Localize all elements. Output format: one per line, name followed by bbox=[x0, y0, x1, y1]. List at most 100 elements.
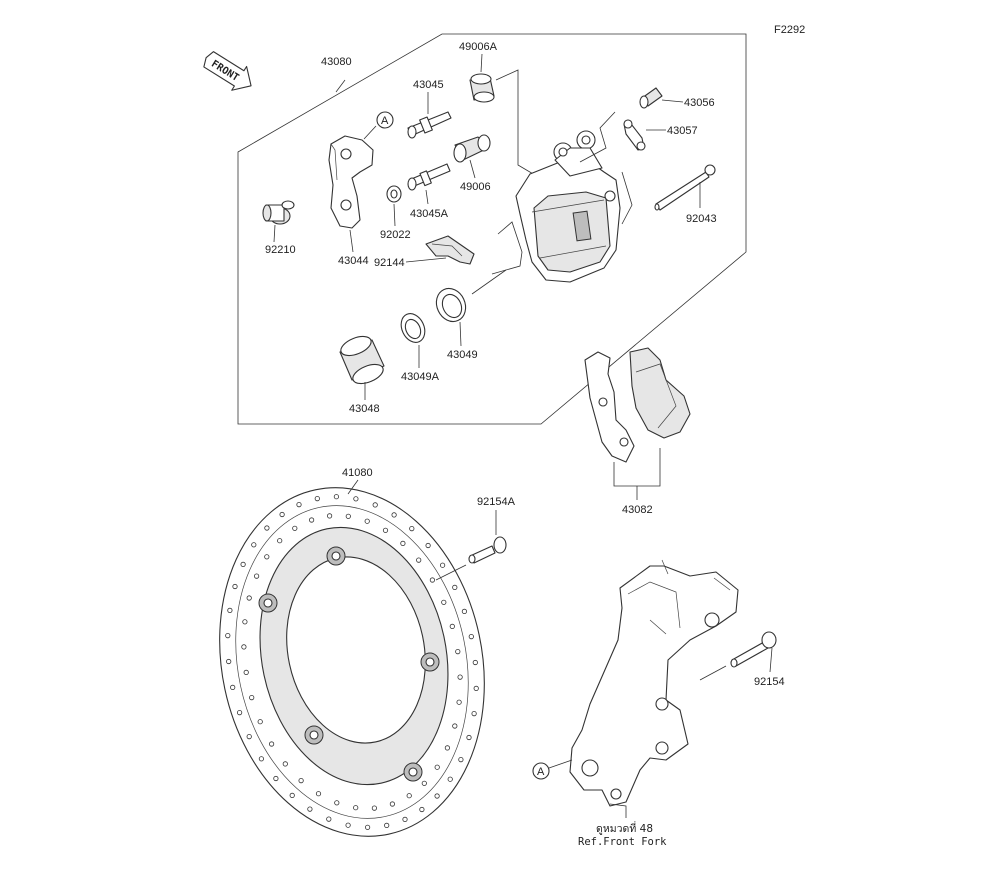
disc-drill-hole bbox=[226, 658, 232, 665]
disc-drill-hole bbox=[227, 607, 233, 614]
label-43080: 43080 bbox=[321, 56, 352, 68]
part-front-fork-lower bbox=[569, 559, 739, 807]
disc-drill-hole bbox=[326, 816, 332, 822]
part-43082-brake-pads bbox=[584, 347, 691, 463]
part-92210-bushing bbox=[262, 200, 295, 225]
front-direction-arrow: FRONT bbox=[203, 51, 252, 91]
disc-drill-hole bbox=[441, 599, 447, 605]
disc-drill-hole bbox=[326, 513, 333, 519]
disc-drill-hole bbox=[296, 501, 302, 508]
disc-drill-hole bbox=[345, 822, 351, 828]
disc-drill-hole bbox=[364, 824, 371, 830]
disc-drill-hole bbox=[444, 745, 450, 751]
label-43049: 43049 bbox=[447, 349, 478, 361]
reference-marker-a-top: A bbox=[376, 111, 394, 129]
disc-drill-hole bbox=[364, 518, 370, 524]
label-43045A: 43045A bbox=[410, 208, 449, 220]
label-92043: 92043 bbox=[686, 213, 717, 225]
disc-drill-hole bbox=[241, 644, 247, 650]
disc-drill-hole bbox=[242, 619, 248, 625]
disc-drill-hole bbox=[468, 633, 474, 640]
reference-marker-a-bottom: A bbox=[532, 762, 550, 780]
disc-drill-hole bbox=[264, 554, 270, 560]
part-43056-bleeder-valve bbox=[639, 87, 663, 109]
part-43045-pin bbox=[407, 111, 452, 139]
disc-drill-hole bbox=[421, 780, 427, 786]
disc-drill-hole bbox=[268, 741, 275, 747]
disc-drill-hole bbox=[225, 632, 231, 639]
disc-drill-hole bbox=[466, 734, 472, 741]
disc-drill-hole bbox=[282, 761, 288, 767]
disc-drill-hole bbox=[449, 623, 455, 630]
label-92154A: 92154A bbox=[477, 496, 516, 508]
caliper-assembly-boundary bbox=[237, 33, 747, 425]
disc-drill-hole bbox=[257, 719, 263, 725]
reference-marker-a-top-label: A bbox=[381, 115, 389, 127]
disc-drill-hole bbox=[372, 502, 378, 508]
reference-note-thai: ดูหมวดที่ 48 bbox=[596, 821, 653, 835]
disc-drill-hole bbox=[458, 756, 464, 763]
label-92022: 92022 bbox=[380, 229, 411, 241]
disc-drill-hole bbox=[237, 709, 243, 716]
disc-drill-hole bbox=[391, 512, 397, 518]
label-49006A: 49006A bbox=[459, 41, 498, 53]
label-92144: 92144 bbox=[374, 257, 405, 269]
disc-drill-hole bbox=[439, 562, 446, 568]
disc-drill-hole bbox=[419, 806, 425, 813]
label-43045: 43045 bbox=[413, 79, 444, 91]
disc-drill-hole bbox=[353, 496, 359, 502]
disc-drill-hole bbox=[452, 584, 458, 591]
label-43056: 43056 bbox=[684, 97, 715, 109]
disc-drill-hole bbox=[232, 583, 238, 590]
label-92154: 92154 bbox=[754, 676, 785, 688]
part-43049A-dust-seal bbox=[400, 313, 426, 343]
part-43057-bleeder-cap bbox=[623, 119, 646, 151]
disc-drill-hole bbox=[314, 495, 320, 502]
disc-drill-hole bbox=[307, 806, 313, 812]
part-92144-pad-spring bbox=[425, 235, 475, 265]
disc-drill-hole bbox=[246, 595, 252, 601]
label-49006: 49006 bbox=[460, 181, 491, 193]
disc-drill-hole bbox=[461, 608, 467, 615]
disc-drill-hole bbox=[471, 710, 477, 717]
reference-note-front-fork: Ref.Front Fork bbox=[578, 836, 667, 848]
disc-drill-hole bbox=[434, 793, 440, 799]
disc-drill-hole bbox=[243, 669, 249, 676]
disc-drill-hole bbox=[457, 674, 463, 680]
label-43082: 43082 bbox=[622, 504, 653, 516]
disc-drill-hole bbox=[246, 733, 252, 740]
figure-code: F2292 bbox=[774, 24, 805, 36]
disc-drill-hole bbox=[254, 573, 260, 579]
disc-drill-hole bbox=[251, 542, 257, 548]
label-41080: 41080 bbox=[342, 467, 373, 479]
part-43048-piston bbox=[339, 335, 385, 385]
disc-drill-hole bbox=[308, 517, 315, 523]
part-92022-washer bbox=[386, 185, 402, 203]
disc-drill-hole bbox=[277, 538, 283, 544]
part-92154A-disc-bolt bbox=[468, 536, 507, 564]
disc-drill-hole bbox=[406, 793, 412, 799]
disc-drill-hole bbox=[429, 577, 435, 583]
part-92043-pad-pin bbox=[654, 164, 716, 211]
disc-drill-hole bbox=[389, 801, 395, 807]
disc-drill-hole bbox=[371, 805, 377, 811]
disc-drill-hole bbox=[334, 800, 340, 806]
part-49006A-boot bbox=[469, 73, 495, 103]
label-43057: 43057 bbox=[667, 125, 698, 137]
label-43044: 43044 bbox=[338, 255, 369, 267]
disc-drill-hole bbox=[315, 791, 322, 797]
disc-drill-hole bbox=[240, 561, 246, 568]
disc-drill-hole bbox=[382, 527, 389, 533]
disc-drill-hole bbox=[345, 513, 351, 519]
disc-drill-hole bbox=[298, 777, 304, 784]
disc-drill-hole bbox=[353, 805, 359, 811]
disc-drill-hole bbox=[425, 542, 431, 549]
disc-drill-hole bbox=[292, 525, 298, 531]
label-43049A: 43049A bbox=[401, 371, 440, 383]
disc-drill-hole bbox=[258, 756, 264, 762]
disc-drill-hole bbox=[456, 699, 462, 705]
disc-drill-hole bbox=[230, 684, 236, 691]
disc-drill-hole bbox=[447, 776, 453, 782]
